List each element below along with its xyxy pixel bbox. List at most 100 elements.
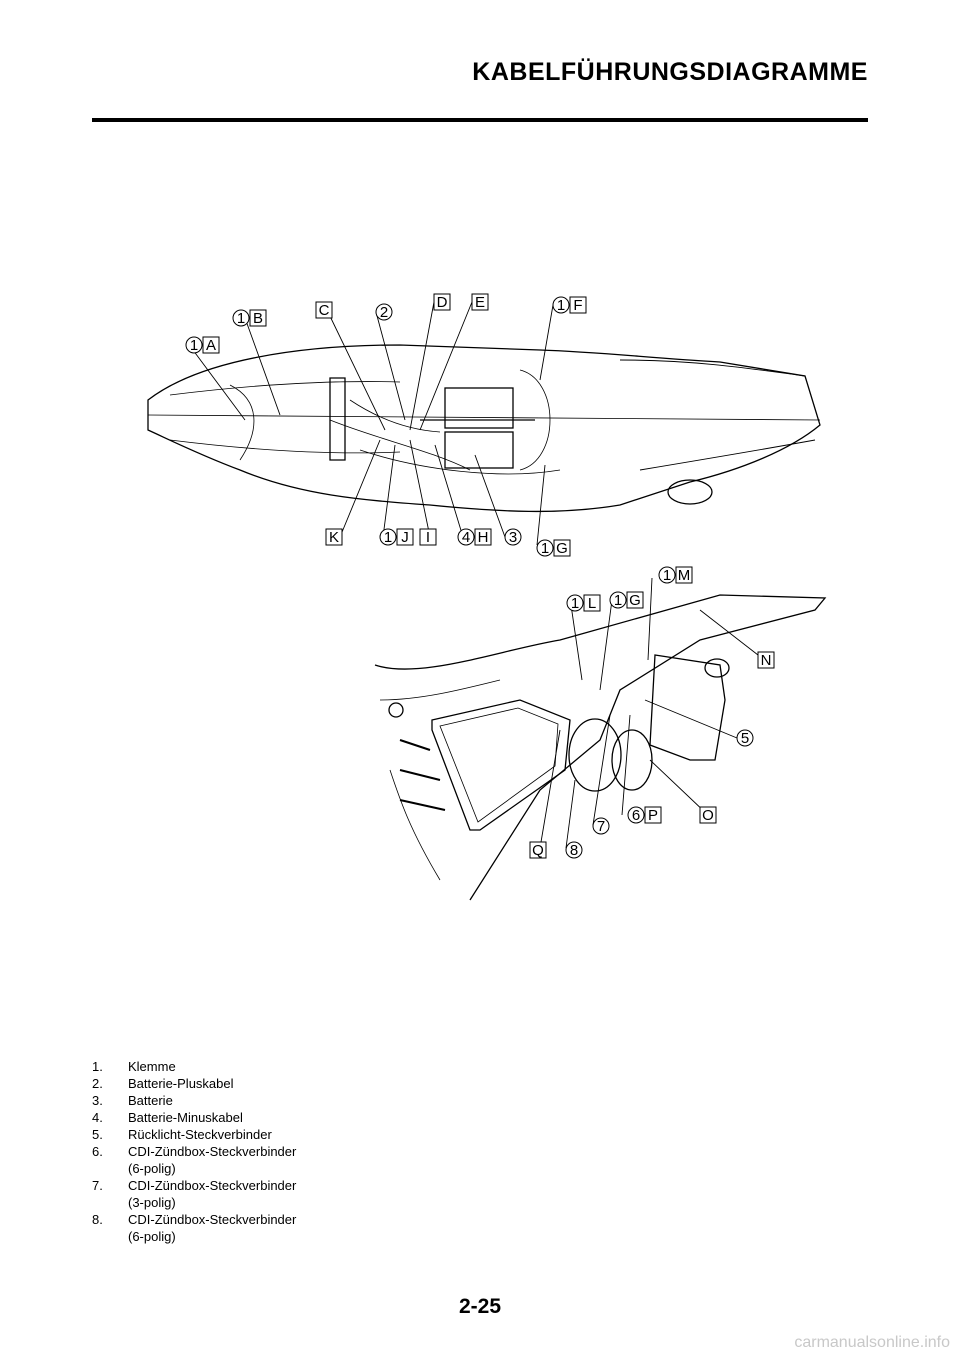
callout-letter-box	[529, 841, 547, 859]
callout-number-circle	[185, 336, 203, 354]
callout-letter: F	[573, 297, 582, 314]
side-view-illustration	[374, 577, 827, 901]
callout-letter-box	[644, 806, 662, 824]
callout-letter-box	[757, 651, 775, 669]
callout-letter: P	[648, 807, 658, 824]
callout-number-circle	[536, 539, 554, 557]
callout-number: 1	[541, 540, 549, 557]
callout-top-7: K	[325, 528, 343, 546]
callout-number: 6	[632, 807, 640, 824]
callout-number-circle	[552, 296, 570, 314]
page-number: 2-25	[458, 1295, 502, 1318]
callout-number: 1	[190, 337, 198, 354]
callout-letter: B	[253, 310, 263, 327]
callout-letter: L	[588, 595, 596, 612]
callout-top-4: D	[433, 293, 451, 311]
callout-number: 1	[557, 297, 565, 314]
callout-number-circle	[609, 591, 627, 609]
callout-letter-box	[626, 591, 644, 609]
callout-letter: H	[478, 529, 489, 546]
callout-letter: Q	[532, 842, 544, 859]
callout-letter: G	[556, 540, 568, 557]
callout-number-circle	[565, 841, 583, 859]
callout-number-circle	[232, 309, 250, 327]
callout-letter-box	[249, 309, 267, 327]
callout-letter-box	[202, 336, 220, 354]
callout-number-circle	[627, 806, 645, 824]
page-title: KABELFÜHRUNGSDIAGRAMME	[472, 58, 868, 86]
watermark: carmanualsonline.info	[794, 1334, 950, 1351]
legend-item-3: 3.Batterie	[92, 1093, 173, 1108]
callout-number: 1	[237, 310, 245, 327]
callout-top-5: E	[471, 293, 489, 311]
callout-number-circle	[592, 817, 610, 835]
callout-letter: A	[206, 337, 216, 354]
callout-number-circle	[379, 528, 397, 546]
callout-letter-box	[325, 528, 343, 546]
callout-letter: G	[629, 592, 641, 609]
callout-letter-box	[553, 539, 571, 557]
callout-letter-box	[471, 293, 489, 311]
callout-top-2: C	[315, 301, 333, 319]
top-view-illustration	[147, 301, 821, 546]
callout-letter-box	[474, 528, 492, 546]
callout-number: 1	[384, 529, 392, 546]
callout-top-3: 2	[375, 303, 393, 321]
callout-top-9: I	[419, 528, 437, 546]
legend-item-2: 2.Batterie-Pluskabel	[92, 1076, 234, 1091]
legend: 1.Klemme 2.Batterie-Pluskabel 3.Batterie…	[92, 1058, 382, 1245]
legend-item-4: 4.Batterie-Minuskabel	[92, 1110, 243, 1125]
callout-number-circle	[566, 594, 584, 612]
callout-letter-box	[433, 293, 451, 311]
legend-item-8: 8.CDI-Zündbox-Steckverbinder (6-polig)	[92, 1212, 297, 1244]
callout-number: 4	[462, 529, 470, 546]
callout-letter: D	[437, 294, 448, 311]
legend-item-6: 6.CDI-Zündbox-Steckverbinder (6-polig)	[92, 1144, 297, 1176]
callout-bottom-3: N	[757, 651, 775, 669]
callout-number: 8	[570, 842, 578, 859]
callout-letter-box	[699, 806, 717, 824]
callout-number: 1	[571, 595, 579, 612]
callout-number: 1	[663, 567, 671, 584]
callout-number: 5	[741, 730, 749, 747]
callout-letter-box	[419, 528, 437, 546]
callout-letter-box	[569, 296, 587, 314]
callout-letter: K	[329, 529, 339, 546]
callout-letter: C	[319, 302, 330, 319]
callout-letter-box	[315, 301, 333, 319]
callout-bottom-6: O	[699, 806, 717, 824]
legend-item-1: 1.Klemme	[92, 1059, 176, 1074]
callout-letter: E	[475, 294, 485, 311]
callout-number: 2	[380, 304, 388, 321]
callout-number-circle	[658, 566, 676, 584]
callout-letter: M	[678, 567, 691, 584]
callout-letter: O	[702, 807, 714, 824]
callout-number-circle	[457, 528, 475, 546]
callout-bottom-7: 7	[592, 817, 610, 835]
callout-bottom-9: Q	[529, 841, 547, 859]
callout-number: 7	[597, 818, 605, 835]
callout-letter-box	[675, 566, 693, 584]
legend-item-7: 7.CDI-Zündbox-Steckverbinder (3-polig)	[92, 1178, 297, 1210]
callout-number-circle	[736, 729, 754, 747]
callout-letter-box	[396, 528, 414, 546]
callout-letter: I	[426, 529, 430, 546]
callout-number: 3	[509, 529, 517, 546]
callout-letter: N	[761, 652, 772, 669]
legend-item-5: 5.Rücklicht-Steckverbinder	[92, 1127, 272, 1142]
callout-letter-box	[583, 594, 601, 612]
callout-number: 1	[614, 592, 622, 609]
callout-number-circle	[504, 528, 522, 546]
